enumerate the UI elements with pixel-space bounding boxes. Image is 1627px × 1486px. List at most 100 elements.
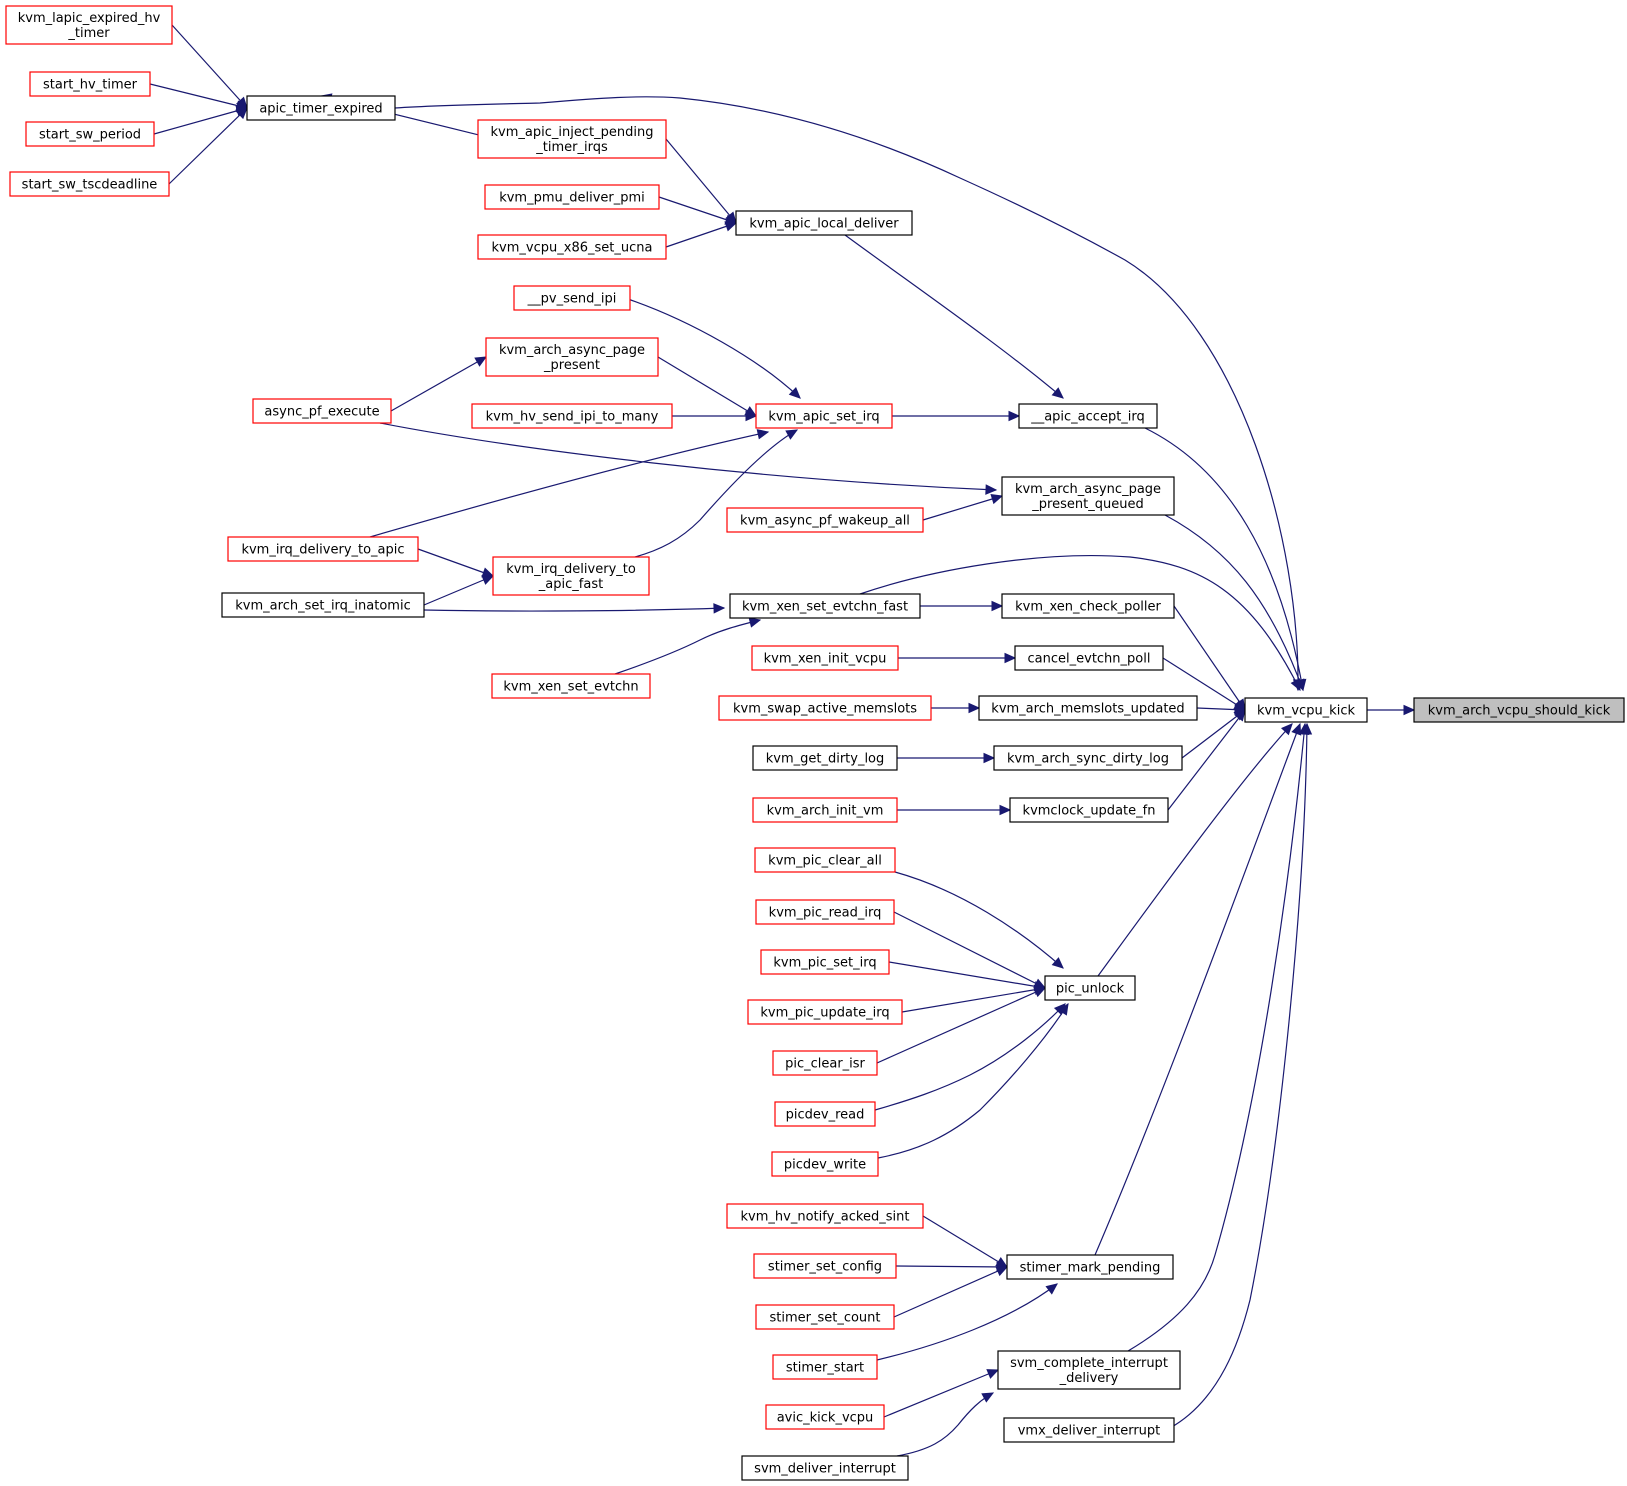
node-box [741, 1455, 909, 1481]
node-start-sw-period[interactable]: start_sw_period [25, 121, 155, 147]
node-kvm-hv-notify-acked-sint[interactable]: kvm_hv_notify_acked_sint [726, 1203, 924, 1229]
node-kvm-arch-init-vm[interactable]: kvm_arch_init_vm [752, 797, 898, 823]
node-kvm-xen-check-poller[interactable]: kvm_xen_check_poller [1001, 593, 1175, 619]
node-label: kvm_xen_set_evtchn [503, 680, 638, 695]
node-label: _apic_fast [538, 577, 603, 592]
node-stimer-start[interactable]: stimer_start [772, 1354, 878, 1380]
node-kvm-xen-set-evtchn[interactable]: kvm_xen_set_evtchn [491, 673, 651, 699]
node-kvm-lapic-expired-hv-timer[interactable]: kvm_lapic_expired_hv_timer [5, 5, 173, 45]
node-label: kvm_get_dirty_log [766, 752, 885, 767]
node-start-sw-tscdeadline[interactable]: start_sw_tscdeadline [9, 171, 170, 197]
node-kvm-pic-set-irq[interactable]: kvm_pic_set_irq [760, 949, 890, 975]
node-avic-kick-vcpu[interactable]: avic_kick_vcpu [765, 1404, 885, 1430]
edge-kvm_apic_local_deliver-to-__apic_accept_irq [844, 234, 1064, 399]
edge-kvm_arch_async_page_present_queued-to-kvm_vcpu_kick [1164, 514, 1304, 691]
edge-kvm_pmu_deliver_pmi-to-kvm_apic_local_deliver [658, 196, 737, 224]
edge-start_hv_timer-to-apic_timer_expired [149, 83, 248, 109]
node-kvm-apic-local-deliver[interactable]: kvm_apic_local_deliver [735, 210, 913, 236]
node-label: kvm_arch_init_vm [767, 804, 884, 819]
edge-kvm_apic_inject_pending_timer_irqs-to-kvm_apic_local_deliver [665, 138, 737, 224]
edge-kvm_pic_update_irq-to-pic_unlock [901, 987, 1046, 1013]
node-kvm-irq-delivery-to-apic-fast[interactable]: kvm_irq_delivery_to_apic_fast [492, 556, 650, 596]
node-kvm-pmu-deliver-pmi[interactable]: kvm_pmu_deliver_pmi [484, 184, 660, 210]
node-kvm-async-pf-wakeup-all[interactable]: kvm_async_pf_wakeup_all [726, 507, 924, 533]
edge-avic_kick_vcpu-to-svm_complete_interrupt_delivery [883, 1369, 999, 1418]
node-label: kvm_arch_sync_dirty_log [1007, 752, 1169, 767]
arrowhead-kvm_xen_set_evtchn-to-kvm_xen_set_evtchn_fast [748, 617, 762, 628]
node-label: kvm_arch_async_page [499, 343, 645, 358]
edge-kvm_pic_read_irq-to-pic_unlock [893, 911, 1046, 989]
node-label: kvm_hv_notify_acked_sint [741, 1210, 910, 1225]
node-kvmclock-update-fn[interactable]: kvmclock_update_fn [1009, 797, 1169, 823]
arrowhead-kvm_arch_set_irq_inatomic-to-kvm_irq_delivery_to_apic_fast [481, 575, 495, 585]
node-kvm-arch-sync-dirty-log[interactable]: kvm_arch_sync_dirty_log [993, 745, 1183, 771]
arrowhead-stimer_mark_pending-to-kvm_vcpu_kick [1291, 722, 1302, 736]
edge-kvm_hv_notify_acked_sint-to-stimer_mark_pending [922, 1215, 1008, 1268]
edge-kvm_irq_delivery_to_apic_fast-to-kvm_apic_set_irq [634, 429, 798, 558]
node-kvm-arch-set-irq-inatomic[interactable]: kvm_arch_set_irq_inatomic [221, 592, 425, 618]
node-box [1413, 697, 1625, 723]
node-kvm-xen-set-evtchn-fast[interactable]: kvm_xen_set_evtchn_fast [729, 593, 921, 619]
node-stimer-set-count[interactable]: stimer_set_count [755, 1304, 895, 1330]
node-kvm-swap-active-memslots[interactable]: kvm_swap_active_memslots [718, 695, 932, 721]
edge-pic_clear_isr-to-pic_unlock [876, 987, 1046, 1064]
node-stimer-mark-pending[interactable]: stimer_mark_pending [1006, 1254, 1174, 1280]
node-start-hv-timer[interactable]: start_hv_timer [29, 71, 151, 97]
node-label: kvmclock_update_fn [1023, 804, 1156, 819]
node-box [5, 5, 173, 45]
node-pic-clear-isr[interactable]: pic_clear_isr [772, 1050, 878, 1076]
node-kvm-irq-delivery-to-apic[interactable]: kvm_irq_delivery_to_apic [227, 536, 419, 562]
node-box [1018, 403, 1158, 429]
arrowhead-kvm_async_pf_wakeup_all-to-kvm_arch_async_page_present_queued [990, 494, 1004, 505]
node-box [1006, 1254, 1174, 1280]
node-kvm-arch-memslots-updated[interactable]: kvm_arch_memslots_updated [978, 695, 1198, 721]
node-picdev-write[interactable]: picdev_write [771, 1151, 879, 1177]
arrowhead-kvm_vcpu_x86_set_ucna-to-kvm_apic_local_deliver [724, 221, 738, 232]
edge-picdev_write-to-pic_unlock [877, 1003, 1069, 1159]
node-label: kvm_pic_set_irq [773, 956, 876, 971]
node-label: kvm_apic_inject_pending [491, 125, 654, 140]
node-kvm-pic-clear-all[interactable]: kvm_pic_clear_all [754, 847, 896, 873]
node-label: start_sw_period [39, 128, 141, 143]
node-label: kvm_async_pf_wakeup_all [740, 514, 910, 529]
node-kvm-pic-update-irq[interactable]: kvm_pic_update_irq [747, 999, 903, 1025]
arrowhead-kvmclock_update_fn-to-kvm_vcpu_kick [1234, 709, 1246, 722]
node-kvm-apic-inject-pending-timer-irqs[interactable]: kvm_apic_inject_pending_timer_irqs [477, 119, 667, 159]
node---pv-send-ipi[interactable]: __pv_send_ipi [513, 285, 631, 311]
node-svm-complete-interrupt-delivery[interactable]: svm_complete_interrupt_delivery [997, 1350, 1181, 1390]
node-stimer-set-config[interactable]: stimer_set_config [753, 1253, 897, 1279]
node-picdev-read[interactable]: picdev_read [774, 1101, 876, 1127]
node-label: stimer_set_count [769, 1311, 880, 1326]
node-label: kvm_pic_read_irq [769, 906, 882, 921]
node-box [1014, 645, 1164, 671]
node-pic-unlock[interactable]: pic_unlock [1044, 975, 1136, 1001]
arrowhead-vmx_deliver_interrupt-to-kvm_vcpu_kick [1301, 722, 1313, 735]
node-kvm-arch-async-page-present[interactable]: kvm_arch_async_page_present [485, 337, 659, 377]
edge-kvm_arch_set_irq_inatomic-to-kvm_xen_set_evtchn_fast [423, 607, 725, 612]
node-svm-deliver-interrupt[interactable]: svm_deliver_interrupt [741, 1455, 909, 1481]
node-async-pf-execute[interactable]: async_pf_execute [252, 398, 392, 424]
arrowhead-kvm_irq_delivery_to_apic_fast-to-kvm_apic_set_irq [785, 429, 799, 440]
node-cancel-evtchn-poll[interactable]: cancel_evtchn_poll [1014, 645, 1164, 671]
node-kvm-vcpu-kick[interactable]: kvm_vcpu_kick [1244, 697, 1368, 723]
node-label: __apic_accept_irq [1030, 410, 1145, 425]
node-box [771, 1151, 879, 1177]
node-kvm-vcpu-x86-set-ucna[interactable]: kvm_vcpu_x86_set_ucna [477, 234, 667, 260]
node-vmx-deliver-interrupt[interactable]: vmx_deliver_interrupt [1003, 1417, 1175, 1443]
node-kvm-arch-async-page-present-queued[interactable]: kvm_arch_async_page_present_queued [1001, 476, 1175, 516]
node---apic-accept-irq[interactable]: __apic_accept_irq [1018, 403, 1158, 429]
node-kvm-apic-set-irq[interactable]: kvm_apic_set_irq [755, 403, 893, 429]
node-kvm-get-dirty-log[interactable]: kvm_get_dirty_log [752, 745, 898, 771]
node-box [997, 1350, 1181, 1390]
node-label: start_hv_timer [43, 78, 138, 93]
node-label: stimer_set_config [768, 1260, 882, 1275]
node-box [252, 398, 392, 424]
edge-pic_unlock-to-kvm_vcpu_kick [1097, 723, 1293, 977]
node-kvm-pic-read-irq[interactable]: kvm_pic_read_irq [755, 899, 895, 925]
node-kvm-xen-init-vcpu[interactable]: kvm_xen_init_vcpu [751, 645, 899, 671]
node-apic-timer-expired[interactable]: apic_timer_expired [246, 95, 396, 121]
node-box [484, 184, 660, 210]
node-kvm-hv-send-ipi-to-many[interactable]: kvm_hv_send_ipi_to_many [471, 403, 673, 429]
edge-kvm_arch_async_page_present-to-kvm_apic_set_irq [657, 356, 757, 417]
node-kvm-arch-vcpu-should-kick[interactable]: kvm_arch_vcpu_should_kick [1413, 697, 1625, 723]
